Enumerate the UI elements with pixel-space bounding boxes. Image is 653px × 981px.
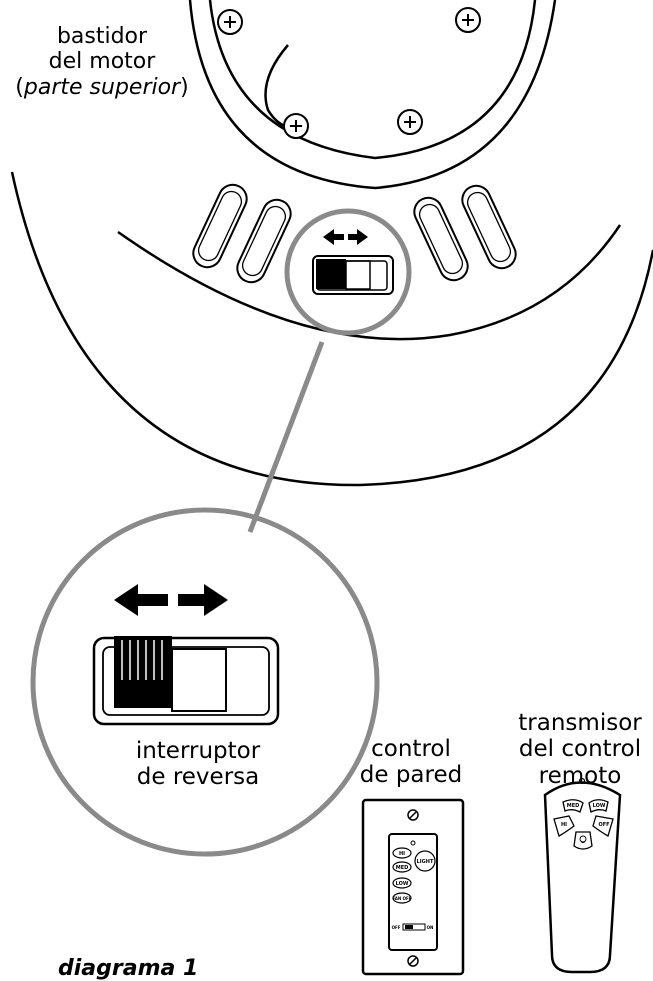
direction-arrows-icon bbox=[323, 229, 368, 245]
remote-med-label: MED bbox=[567, 803, 580, 809]
remote-low-button[interactable] bbox=[588, 799, 609, 813]
remote-transmitter-label-line1: transmisor bbox=[518, 710, 642, 736]
wall-light-label: LIGHT bbox=[417, 859, 434, 865]
vent-slot bbox=[413, 196, 469, 282]
screw-icon bbox=[407, 809, 419, 821]
diagram-title: diagrama 1 bbox=[58, 956, 199, 981]
wall-low-button[interactable] bbox=[392, 877, 412, 889]
switch-housing bbox=[10, 171, 653, 487]
vent-slot bbox=[418, 203, 464, 275]
paren-close: ) bbox=[180, 74, 189, 100]
vent-slot bbox=[466, 191, 512, 263]
remote-transmitter: MED LOW HI OFF bbox=[543, 777, 622, 974]
wall-control-label-line1: control bbox=[371, 736, 451, 762]
wall-hi-label: HI bbox=[399, 851, 405, 857]
motor-housing-label-line3: (parte superior) bbox=[4, 75, 200, 100]
remote-hi-button[interactable] bbox=[553, 815, 575, 837]
motor-housing-inner-arc bbox=[208, 0, 537, 160]
screw-icon bbox=[283, 113, 309, 139]
reverse-switch-label: interruptor de reversa bbox=[108, 738, 288, 791]
vent-slot bbox=[197, 190, 243, 262]
reverse-switch-small bbox=[312, 229, 394, 295]
remote-transmitter-label-line3: remoto bbox=[538, 762, 622, 789]
remote-off-label: OFF bbox=[598, 822, 609, 828]
wall-low-label: LOW bbox=[396, 881, 409, 887]
motor-housing-label: bastidor del motor (parte superior) bbox=[4, 24, 200, 100]
vent-slots bbox=[192, 183, 517, 284]
paren-open: ( bbox=[15, 74, 24, 100]
wall-fan-off-button[interactable] bbox=[392, 892, 412, 904]
reverse-switch-large bbox=[92, 584, 280, 726]
motor-housing-label-line2: del motor bbox=[48, 49, 156, 75]
light-bulb-icon bbox=[579, 835, 587, 843]
wall-off-on-switch[interactable] bbox=[402, 923, 426, 931]
screw-icon bbox=[217, 9, 243, 35]
reverse-switch-label-line2: de reversa bbox=[136, 764, 260, 791]
wall-med-button[interactable] bbox=[392, 861, 412, 873]
screw-icon bbox=[455, 7, 481, 33]
switch-housing-outer-arc bbox=[10, 171, 653, 487]
motor-housing bbox=[188, 0, 557, 190]
wall-fan-off-label: FAN OFF bbox=[393, 896, 412, 901]
screw-icon bbox=[407, 955, 419, 967]
remote-low-label: LOW bbox=[593, 803, 606, 809]
reverse-switch-label-line1: interruptor bbox=[135, 738, 261, 764]
wall-switch-off-label: OFF bbox=[392, 925, 401, 930]
wall-control-label-line2: de pared bbox=[359, 762, 463, 789]
wall-control-plate: HI MED LOW FAN OFF LIGHT OFF ON bbox=[361, 798, 465, 976]
vent-slot bbox=[236, 198, 292, 284]
remote-off-button[interactable] bbox=[592, 815, 614, 837]
vent-slot bbox=[461, 184, 517, 270]
callout-circle-large bbox=[30, 507, 380, 857]
direction-arrows-icon bbox=[114, 584, 228, 616]
remote-transmitter-label: transmisor del control remoto bbox=[510, 710, 650, 789]
remote-transmitter-label-line2: del control bbox=[518, 736, 642, 763]
remote-light-button[interactable] bbox=[573, 831, 593, 850]
motor-housing-outer-arc bbox=[188, 0, 557, 190]
wall-switch-on-label: ON bbox=[427, 925, 434, 930]
remote-hi-label: HI bbox=[561, 822, 567, 828]
motor-housing-label-line1: bastidor bbox=[56, 24, 148, 49]
callout-leader-line bbox=[247, 341, 325, 533]
switch-housing-inner-arc bbox=[117, 224, 622, 341]
wall-hi-button[interactable] bbox=[392, 847, 412, 859]
vent-slot bbox=[241, 205, 287, 277]
wall-med-label: MED bbox=[396, 865, 409, 871]
remote-med-button[interactable] bbox=[562, 799, 584, 813]
vent-slot bbox=[192, 183, 248, 269]
callout-circle-small bbox=[284, 208, 412, 336]
motor-housing-label-italic: parte superior bbox=[23, 74, 181, 100]
wall-control-label: control de pared bbox=[352, 736, 470, 789]
wall-light-button[interactable] bbox=[414, 850, 436, 872]
screw-icon bbox=[397, 109, 423, 135]
